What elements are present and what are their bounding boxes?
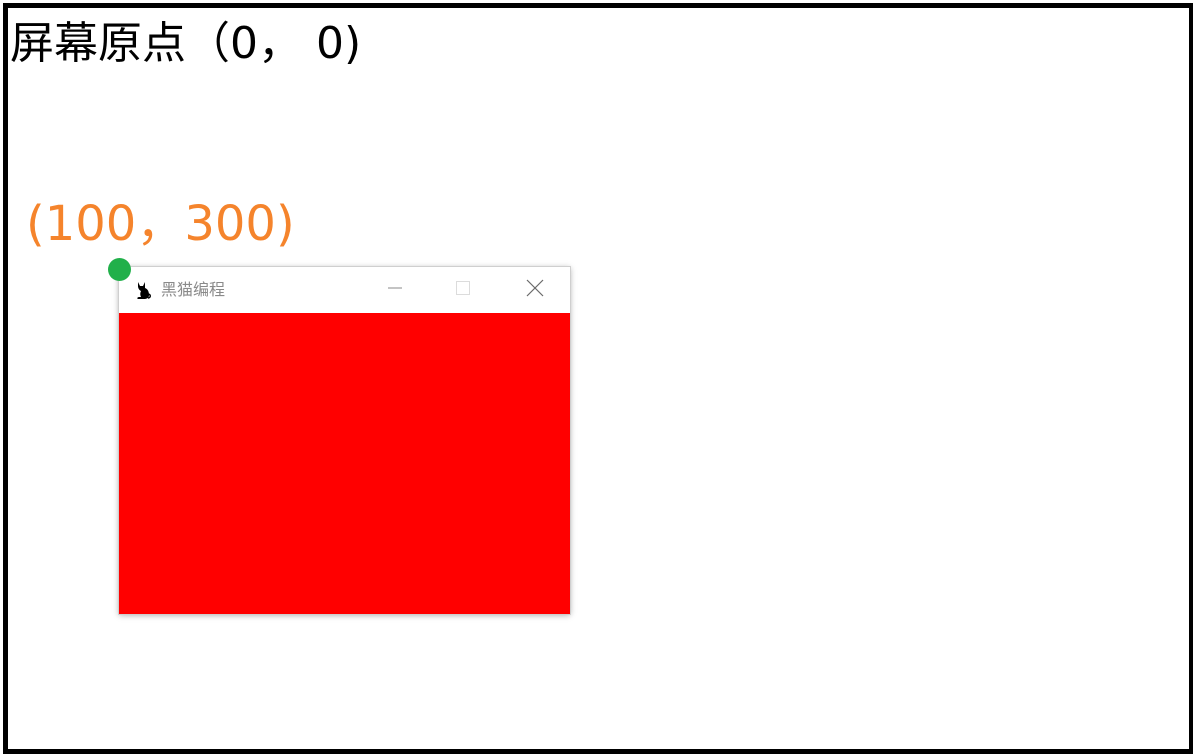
window-title: 黑猫编程 [161,280,226,299]
window-position-label: (100，300) [26,196,295,252]
maximize-icon [455,280,471,301]
minimize-icon [387,280,403,301]
close-button[interactable] [505,267,565,313]
close-icon [526,279,544,302]
screen-origin-label: 屏幕原点（0， 0) [10,18,362,69]
minimize-button[interactable] [365,267,425,313]
window-origin-marker [108,258,131,281]
app-window[interactable]: 黑猫编程 [118,266,571,615]
black-cat-icon [135,280,151,300]
maximize-button[interactable] [433,267,493,313]
window-titlebar[interactable]: 黑猫编程 [119,267,570,313]
window-client-area[interactable] [119,313,570,614]
